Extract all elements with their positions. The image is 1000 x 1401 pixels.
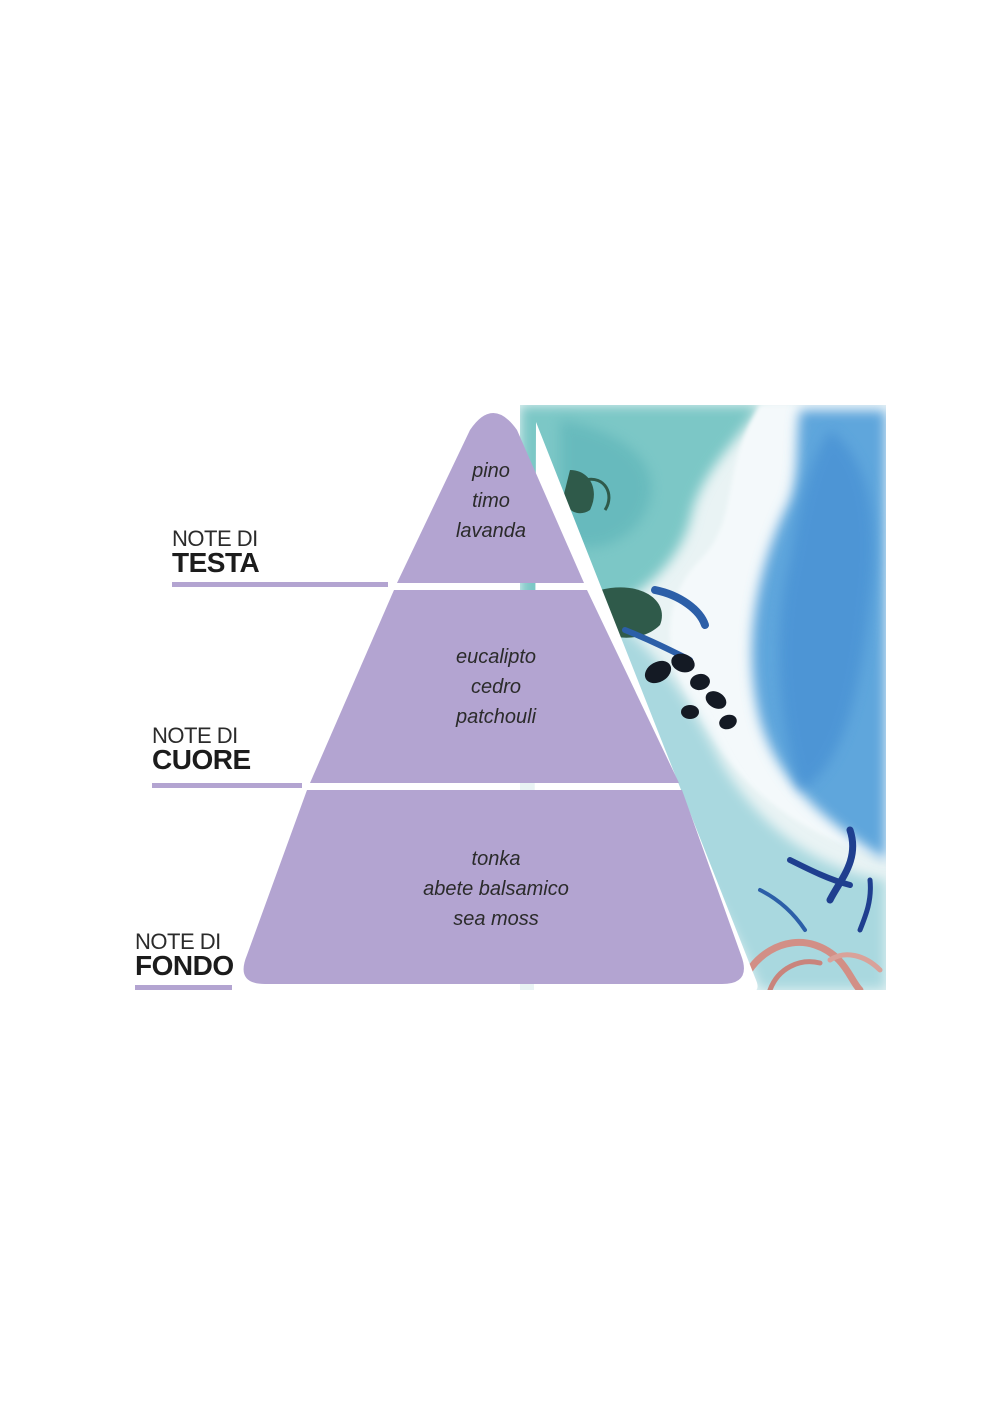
label-underline	[152, 783, 302, 788]
notes-testa: pino timo lavanda	[456, 460, 526, 542]
label-big: CUORE	[152, 744, 251, 775]
pyramid-tier-cuore	[310, 590, 679, 783]
label-fondo: NOTE DI FONDO	[135, 929, 234, 990]
note-item: tonka	[472, 848, 521, 870]
note-item: cedro	[471, 676, 521, 698]
pyramid-tier-testa	[397, 413, 584, 583]
note-item: eucalipto	[456, 646, 536, 668]
note-item: lavanda	[456, 520, 526, 542]
label-big: FONDO	[135, 950, 234, 981]
label-underline	[172, 582, 388, 587]
note-item: pino	[471, 460, 510, 482]
label-small: NOTE DI	[172, 526, 258, 551]
label-underline	[135, 985, 232, 990]
pyramid-tier-fondo	[243, 790, 744, 984]
note-item: patchouli	[455, 706, 537, 728]
watercolor-background	[520, 405, 886, 990]
notes-cuore: eucalipto cedro patchouli	[455, 646, 537, 728]
label-big: TESTA	[172, 547, 259, 578]
pyramid	[243, 413, 744, 984]
note-item: sea moss	[453, 908, 539, 930]
note-item: abete balsamico	[423, 878, 569, 900]
label-small: NOTE DI	[152, 723, 238, 748]
label-cuore: NOTE DI CUORE	[152, 723, 302, 788]
note-item: timo	[472, 490, 510, 512]
label-small: NOTE DI	[135, 929, 221, 954]
label-testa: NOTE DI TESTA	[172, 526, 388, 587]
notes-fondo: tonka abete balsamico sea moss	[423, 848, 569, 930]
